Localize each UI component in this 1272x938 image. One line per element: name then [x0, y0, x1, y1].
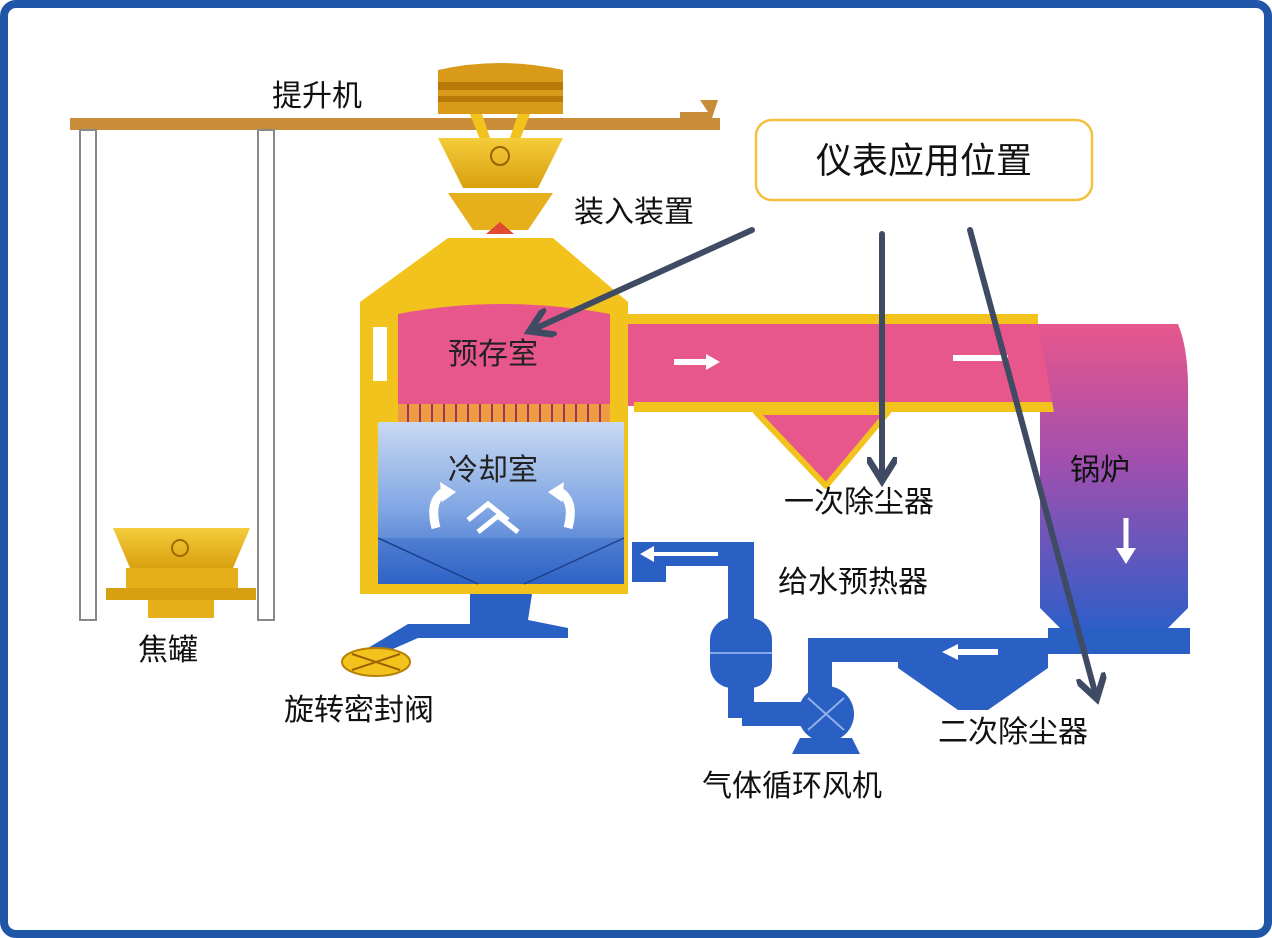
boiler [1038, 324, 1188, 628]
label-coke-tank: 焦罐 [138, 633, 198, 668]
hoist-left-rail-outer [79, 129, 97, 621]
charging-device [438, 63, 563, 234]
callout-title: 仪表应用位置 [816, 141, 1032, 182]
label-prechamber: 预存室 [448, 337, 538, 372]
rotary-seal-valve [341, 647, 411, 677]
arrow-to-prechamber [532, 227, 755, 330]
hoist-structure [70, 100, 720, 621]
label-hoist: 提升机 [272, 79, 362, 114]
instrument-position-callout: 仪表应用位置 [754, 118, 1094, 202]
cdq-chamber [360, 238, 628, 660]
arrow-to-secondary-dust-collector [967, 227, 1096, 696]
indicator-arrows [532, 227, 1096, 696]
coke-tank [106, 528, 256, 618]
label-charging-device: 装入装置 [574, 195, 694, 230]
return-gas-duct [632, 542, 1190, 754]
label-rotary-seal-valve: 旋转密封阀 [284, 693, 434, 728]
primary-dust-collector-hopper [753, 409, 891, 489]
cdq-process-diagram: 仪表应用位置 提升机 装入装置 预存室 冷却室 一次除尘器 锅炉 给水预热器 二… [70, 63, 1190, 804]
label-primary-dust-collector: 一次除尘器 [784, 485, 934, 520]
label-feedwater-preheater: 给水预热器 [778, 565, 928, 600]
label-circulation-fan: 气体循环风机 [702, 769, 882, 804]
label-boiler: 锅炉 [1070, 453, 1130, 488]
hoist-beam-hook [680, 100, 718, 118]
label-secondary-dust-collector: 二次除尘器 [938, 715, 1088, 750]
hoist-right-rail-outer [257, 129, 275, 621]
hot-gas-duct [618, 314, 1178, 489]
hoist-beam [70, 118, 720, 130]
label-cooling-chamber: 冷却室 [448, 453, 538, 488]
